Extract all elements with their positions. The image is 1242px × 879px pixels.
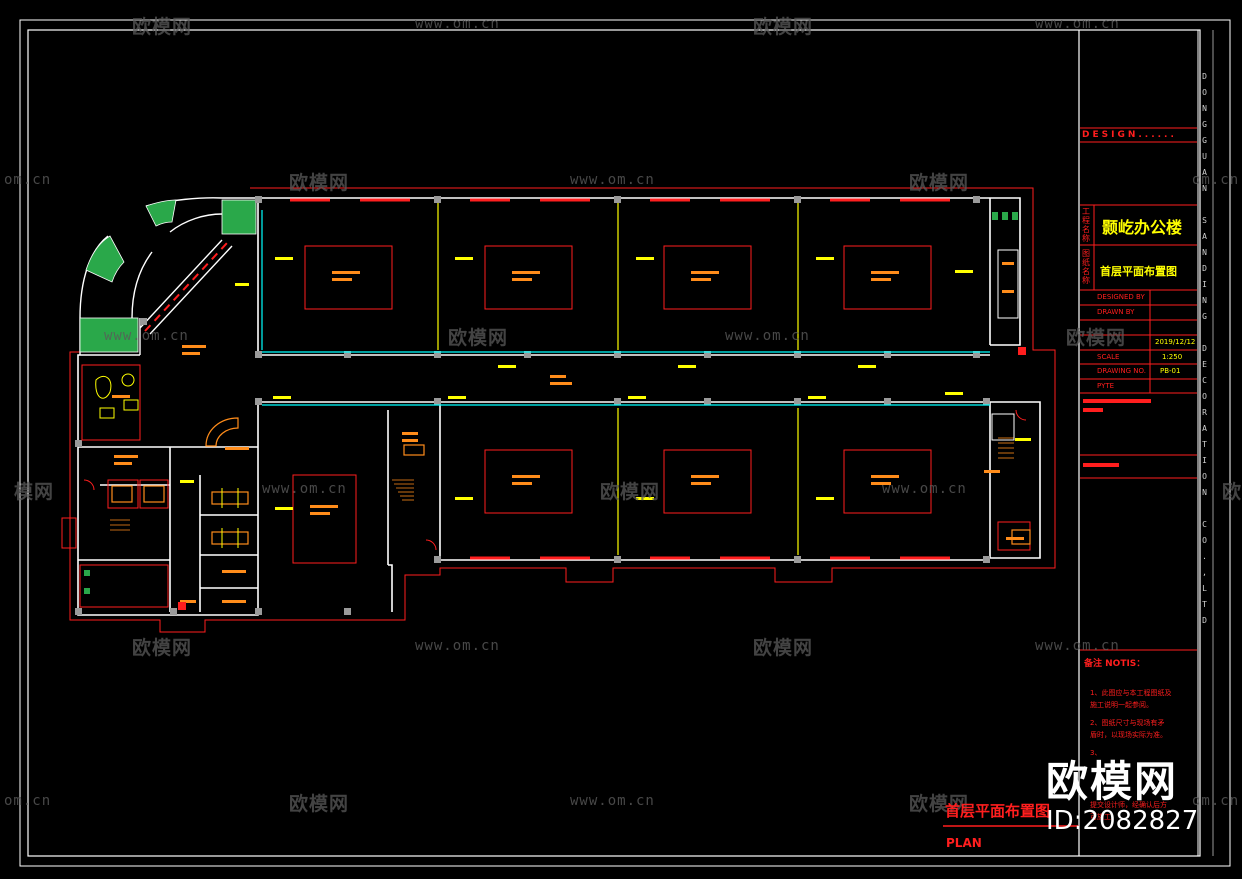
stamp-id: ID:2082827 <box>1046 806 1199 836</box>
title-block-project-label: 工程名称 <box>1082 207 1090 243</box>
title-block-drawn-by: DRAWN BY <box>1097 308 1135 316</box>
plan-title-en: PLAN <box>946 836 982 850</box>
title-block-scale-label: SCALE <box>1097 353 1120 361</box>
title-block-project-name: 颢屹办公楼 <box>1102 218 1183 237</box>
note-line: 可施工。 <box>1090 813 1118 821</box>
title-block-lines <box>1080 127 1197 651</box>
sheet-inner-border <box>27 29 1201 857</box>
watermark-url: www.om.cn <box>725 328 810 344</box>
watermark-url: www.om.cn <box>570 172 655 188</box>
watermark-brand: 欧模网 <box>753 16 814 38</box>
watermark-url-partial: om.cn <box>1192 793 1240 809</box>
note-line: 盾时，以现场实际为准。 <box>1090 731 1167 739</box>
title-block-drawing-no-label: DRAWING NO. <box>1097 367 1146 375</box>
watermark-url: www.om.cn <box>415 638 500 654</box>
watermark-url: www.om.cn <box>262 481 347 497</box>
plan-title-cn: 首层平面布置图 <box>945 802 1051 820</box>
watermark-brand: 欧模网 <box>1066 327 1127 349</box>
building-walls <box>77 197 1041 616</box>
stamp-brand: 欧模网 <box>1046 757 1179 806</box>
building-outer-line <box>69 187 1056 633</box>
title-block-scale-value: 1:250 <box>1162 353 1183 361</box>
red-door-marks <box>178 347 1026 610</box>
watermark-url: www.om.cn <box>1035 16 1120 32</box>
watermark-brand: 欧模网 <box>132 637 193 659</box>
left-utility <box>61 409 1027 608</box>
restroom-fixtures <box>992 212 1018 220</box>
title-red-bar-2 <box>1083 408 1103 412</box>
watermark-brand-partial: 欧 <box>1222 481 1242 503</box>
title-block-design-label: DESIGN...... <box>1082 130 1177 140</box>
notes-label: 备注 NOTIS： <box>1084 659 1146 669</box>
note-line: 2、图纸尺寸与现场有矛 <box>1090 719 1165 727</box>
watermark-brand: 欧模网 <box>600 481 661 503</box>
title-block-date-value: 2019/12/12 <box>1155 338 1196 346</box>
note-line: 1、此图应与本工程图纸及 <box>1090 689 1172 697</box>
furniture <box>111 417 1031 545</box>
title-block-designed-by: DESIGNED BY <box>1097 293 1145 301</box>
room-dividers <box>437 203 799 555</box>
title-block-drawing-name: 首层平面布置图 <box>1100 265 1177 278</box>
watermark-brand: 欧模网 <box>909 172 970 194</box>
note-line: 3、 <box>1090 749 1102 757</box>
watermark-url: www.om.cn <box>415 16 500 32</box>
restroom-tags <box>1002 262 1014 293</box>
stairs <box>110 437 1014 531</box>
watermark-url-partial: om.cn <box>4 793 52 809</box>
title-block-type-label: PYTE <box>1097 382 1115 390</box>
left-utility-fixtures <box>84 570 90 594</box>
watermark-brand: 欧模网 <box>289 793 350 815</box>
restroom-core <box>991 249 1019 441</box>
watermark-url: www.om.cn <box>104 328 189 344</box>
note-line: 提交设计师，经确认后方 <box>1090 801 1167 809</box>
watermark-brand-partial: 模网 <box>14 481 55 503</box>
yellow-tags <box>180 257 1031 510</box>
title-block-drawing-label: 图纸名称 <box>1082 249 1090 285</box>
green-planters <box>79 199 257 353</box>
glass-partitions <box>261 210 990 406</box>
title-red-bar-1 <box>1083 399 1151 403</box>
watermark-brand: 欧模网 <box>448 327 509 349</box>
watermark-brand: 欧模网 <box>753 637 814 659</box>
watermark-brand: 欧模网 <box>132 16 193 38</box>
watermark-brand: 欧模网 <box>289 172 350 194</box>
watermark-url: www.om.cn <box>882 481 967 497</box>
columns <box>75 196 990 615</box>
watermark-url-partial: om.cn <box>1192 172 1240 188</box>
furniture-yellow <box>95 373 239 548</box>
title-red-bar-3 <box>1083 463 1119 467</box>
watermark-url: www.om.cn <box>570 793 655 809</box>
company-vertical-text: DONGGUAN SANDING DECORATION CO.,LTD <box>1200 72 1209 632</box>
note-line: 施工说明一起参阅。 <box>1090 701 1153 709</box>
watermark-brand: 欧模网 <box>909 793 970 815</box>
lobby-red-dash <box>144 242 228 332</box>
room-tags <box>112 271 1024 603</box>
title-block-drawing-no-value: PB-01 <box>1160 367 1181 375</box>
sheet-outer-border <box>19 19 1231 867</box>
watermark-url: www.om.cn <box>1035 638 1120 654</box>
watermark-url-partial: om.cn <box>4 172 52 188</box>
window-segments <box>290 198 950 560</box>
